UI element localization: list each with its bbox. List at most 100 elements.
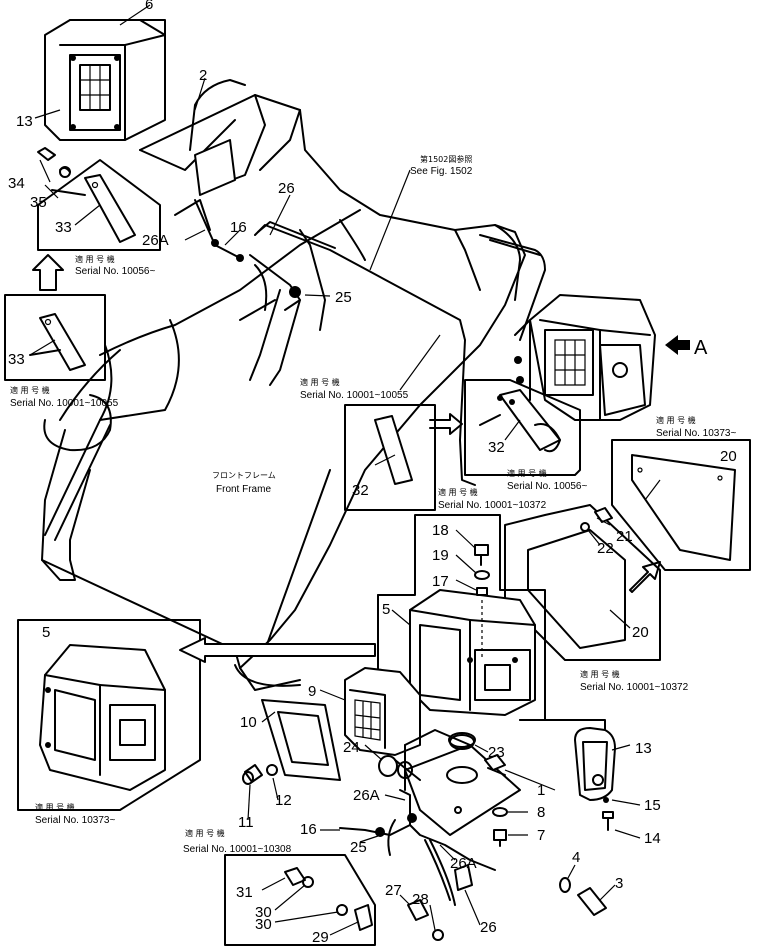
inset-bracket-33-old [4,294,106,381]
serial-10056-left: Serial No. 10056~ [75,266,155,277]
callout-5-center: 5 [382,601,390,618]
front-frame-jp: フロントフレーム [212,471,276,480]
callout-7: 7 [537,827,545,844]
callout-26A-top: 26A [142,232,169,249]
callout-35: 35 [30,194,47,211]
applic-label-9: 適 用 号 機 [185,828,225,838]
callout-24: 24 [343,739,360,756]
arrow-right-small [429,413,463,435]
callout-33-top: 33 [55,219,72,236]
applic-label-4: 適 用 号 機 [507,468,547,478]
front-frame-en: Front Frame [216,484,271,495]
bolt-nut-set-1 [484,754,506,776]
callout-29: 29 [312,929,329,946]
work-lamp-6-assembly [44,19,166,141]
applic-label-1: 適 用 号 機 [75,254,115,264]
serial-10001-10372-a: Serial No. 10001~10372 [438,500,547,511]
arrow-up [32,254,64,291]
screw-11-washer-12 [242,764,278,785]
connector-24 [378,755,421,781]
inset-lamp-housing-5-new [17,619,201,811]
callout-26-bottom: 26 [480,919,497,936]
arrow-diagonal [629,561,661,593]
callout-26A-bottom: 26A [450,855,477,872]
leader-lines [29,4,661,936]
applic-label-7: 適 用 号 機 [580,669,620,679]
see-fig-jp: 第1502図参照 [420,154,472,164]
applic-label-6: 適 用 号 機 [438,487,478,497]
applic-label-8: 適 用 号 機 [35,802,75,812]
callout-17: 17 [432,573,449,590]
work-lamp-right [509,294,656,421]
arrow-a [665,335,690,355]
handrails [44,79,546,541]
lamp-housing-5 [409,589,536,716]
callout-9: 9 [308,683,316,700]
callout-34: 34 [8,175,25,192]
inset-bracket-32-old [344,404,436,511]
callout-32-mid: 32 [352,482,369,499]
callout-22: 22 [597,540,614,557]
callout-11: 11 [238,814,254,831]
lamp-9 [344,667,421,756]
serial-10056-right: Serial No. 10056~ [507,481,587,492]
arrow-left-large [179,637,376,663]
inset-cover-plate-20-new [611,439,751,571]
see-fig-en: See Fig. 1502 [410,166,473,177]
wire-harness-lower [339,789,496,906]
rear-lamp-13 [574,727,616,831]
callout-20-bottom: 20 [632,624,649,641]
callout-33-inset: 33 [8,351,25,368]
lamp-bracket-left [174,139,244,262]
callout-30-upper: 30 [255,904,272,921]
callout-16-top: 16 [230,219,247,236]
callout-6: 6 [145,0,153,13]
callout-25-top: 25 [335,289,352,306]
serial-10373-left: Serial No. 10373~ [35,815,115,826]
callout-23: 23 [488,744,505,761]
callout-3: 3 [615,875,623,892]
callout-8: 8 [537,804,545,821]
annotation-notes: 第1502図参照 See Fig. 1502 フロントフレーム Front Fr… [10,154,736,855]
callout-32-right: 32 [488,439,505,456]
callout-18: 18 [432,522,449,539]
callout-30-lower: 30 [255,916,272,933]
serial-10001-10055-mid: Serial No. 10001~10055 [300,390,409,401]
washer-8-bolt-7 [492,807,508,847]
callout-28: 28 [412,891,429,908]
callout-2: 2 [199,67,207,84]
grommet-23 [448,732,476,748]
callout-21: 21 [616,528,633,545]
callout-26-top: 26 [278,180,295,197]
callout-15: 15 [644,797,661,814]
applic-label-3: 適 用 号 機 [300,377,340,387]
inset-bracket-33-new [37,147,161,251]
callout-19: 19 [432,547,449,564]
callout-31: 31 [236,884,253,901]
callout-12: 12 [275,792,292,809]
applic-label-2: 適 用 号 機 [10,385,50,395]
callout-5-left: 5 [42,624,50,641]
callout-20-top: 20 [720,448,737,465]
callout-13-top: 13 [16,113,33,130]
callout-1: 1 [537,782,545,799]
callout-26A-mid: 26A [353,787,380,804]
serial-10001-10055-left: Serial No. 10001~10055 [10,398,119,409]
callout-27: 27 [385,882,402,899]
wire-harness-left [239,254,301,321]
serial-10001-10308: Serial No. 10001~10308 [183,844,292,855]
serial-10001-10372-b: Serial No. 10001~10372 [580,682,689,693]
callout-16-bottom: 16 [300,821,317,838]
washer-4-bolt-3 [559,877,607,916]
inset-bracket-32-new [464,379,581,476]
gasket-10 [261,699,341,781]
callout-labels: 6 13 2 34 35 33 26A 16 26 25 33 32 32 A … [8,0,737,946]
callout-4: 4 [572,849,580,866]
clip-27-washer-28 [407,899,444,941]
screw-18-washer-19-17 [474,544,490,660]
callout-A: A [694,337,708,359]
inset-hardware-29-31 [224,854,376,946]
callout-14: 14 [644,830,661,847]
serial-10373-right: Serial No. 10373~ [656,428,736,439]
